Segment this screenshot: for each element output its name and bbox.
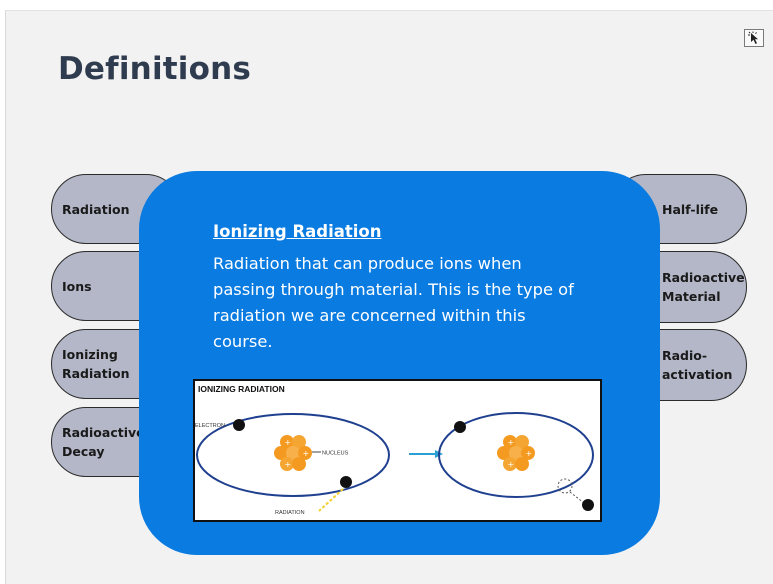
svg-text:+: + [285, 460, 292, 469]
slide: Definitions Radiation Ions Ionizing Radi… [5, 10, 773, 584]
svg-text:+: + [508, 438, 515, 447]
definition-popup[interactable]: Ionizing Radiation Radiation that can pr… [139, 171, 660, 555]
term-label: Ions [62, 278, 92, 294]
term-label: Radiation [62, 201, 130, 217]
nucleus-label: NUCLEUS [322, 451, 349, 457]
page-title: Definitions [58, 51, 252, 87]
cursor-click-icon[interactable] [744, 29, 764, 47]
radiation-label: RADIATION [275, 510, 305, 516]
term-label: Radioactive Material [662, 270, 745, 304]
definition-heading: Ionizing Radiation [213, 222, 382, 241]
term-label: Ionizing Radiation [62, 347, 130, 381]
nucleus-right-icon: + + + [497, 435, 535, 471]
definition-text: Radiation that can produce ions when pas… [213, 254, 574, 351]
electron-left-bottom [340, 476, 352, 488]
svg-text:+: + [526, 449, 533, 458]
electron-vacancy [557, 478, 573, 494]
term-label: Half-life [662, 201, 719, 217]
diagram-title: IONIZING RADIATION [198, 384, 285, 394]
svg-text:+: + [508, 460, 515, 469]
nucleus-left-icon: + + + [274, 435, 312, 471]
ionizing-radiation-diagram: IONIZING RADIATION + + + NUCLEUS [193, 379, 602, 522]
term-label: Radio- activation [662, 348, 733, 382]
orbit-right [438, 412, 594, 498]
term-label: Radioactive Decay [62, 425, 145, 459]
electron-left-top [233, 419, 245, 431]
electron-ejected [582, 499, 594, 511]
orbit-left [196, 413, 390, 497]
electron-label: ELECTRON [195, 423, 225, 429]
svg-text:+: + [303, 449, 310, 458]
electron-right-top [454, 421, 466, 433]
svg-text:+: + [285, 438, 292, 447]
